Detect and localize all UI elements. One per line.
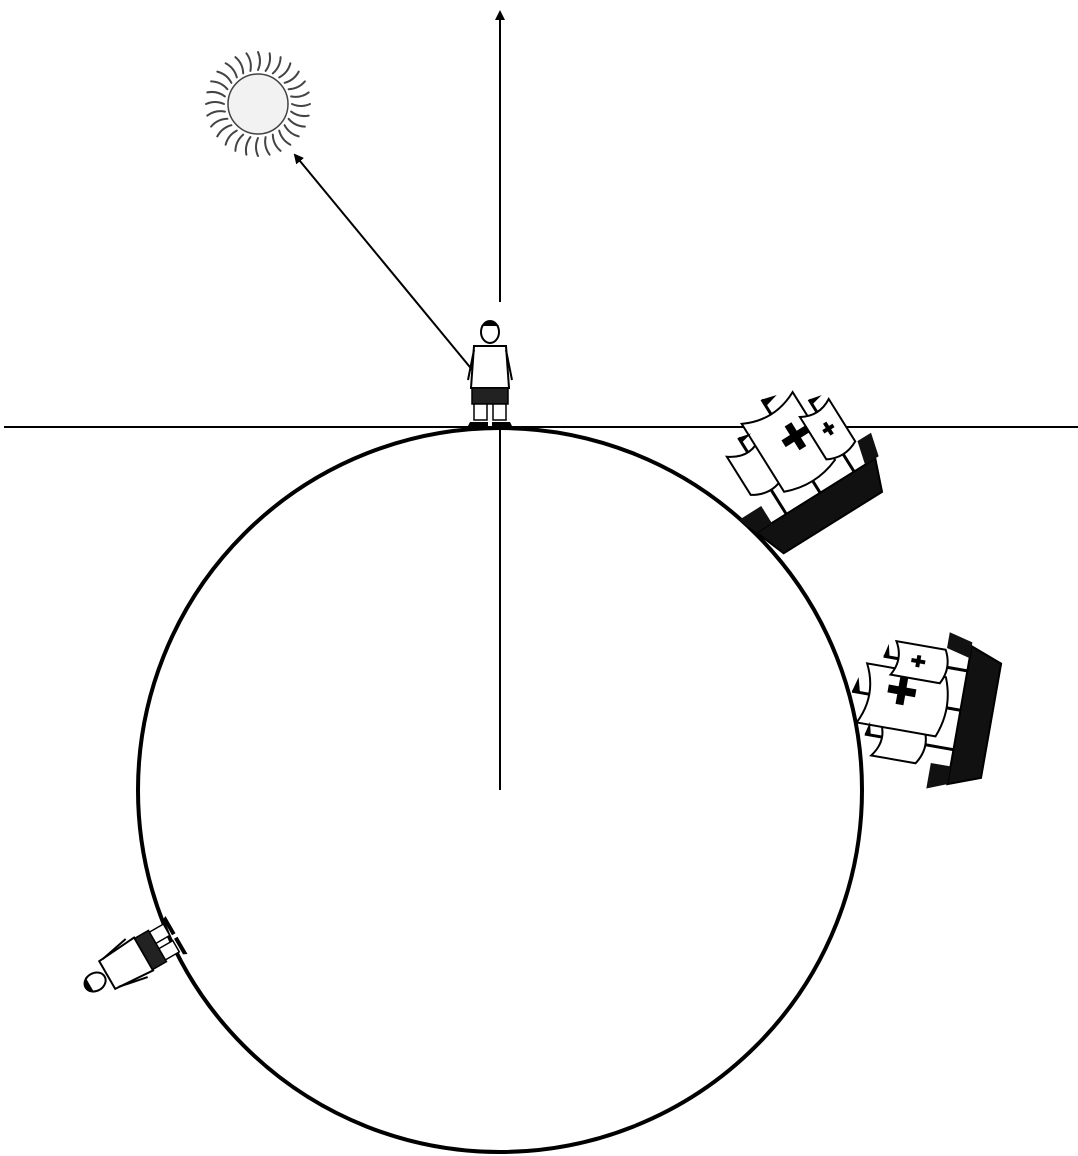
- observer-top-person-icon: [468, 321, 512, 426]
- sun-ray: [246, 53, 250, 71]
- sun-ray: [291, 112, 309, 116]
- sun-ray: [273, 57, 281, 73]
- sun-ray: [265, 137, 269, 155]
- sun-ray: [285, 125, 299, 136]
- observer-bottom-left-person-icon: [75, 916, 188, 1007]
- sun-ray: [206, 102, 224, 104]
- sun-ray: [258, 52, 260, 70]
- sun-ray: [285, 72, 299, 83]
- sun-ray: [226, 63, 237, 77]
- sun-ray: [246, 137, 250, 155]
- sun-ray: [217, 72, 231, 83]
- sun-ray: [256, 138, 258, 156]
- sun-ray: [217, 125, 231, 136]
- sun-ray: [211, 81, 227, 89]
- sun-ray: [279, 131, 290, 145]
- sun-ray: [235, 57, 243, 73]
- sun-ray: [207, 92, 225, 96]
- sun-ray: [266, 53, 270, 71]
- sun-ray: [279, 63, 290, 77]
- sun-icon: [206, 52, 310, 156]
- sun-ray: [292, 104, 310, 106]
- ship-upper-sailing-ship-icon: [691, 360, 900, 564]
- sun-ray: [273, 135, 281, 151]
- sun-ray: [289, 119, 305, 127]
- sun-sight-arrow: [295, 155, 474, 372]
- sun-ray: [211, 119, 227, 127]
- sun-ray: [207, 111, 225, 115]
- sun-ray: [289, 81, 305, 89]
- sun-ray: [235, 135, 243, 151]
- sun-ray: [291, 92, 309, 96]
- sun-ray: [226, 131, 237, 145]
